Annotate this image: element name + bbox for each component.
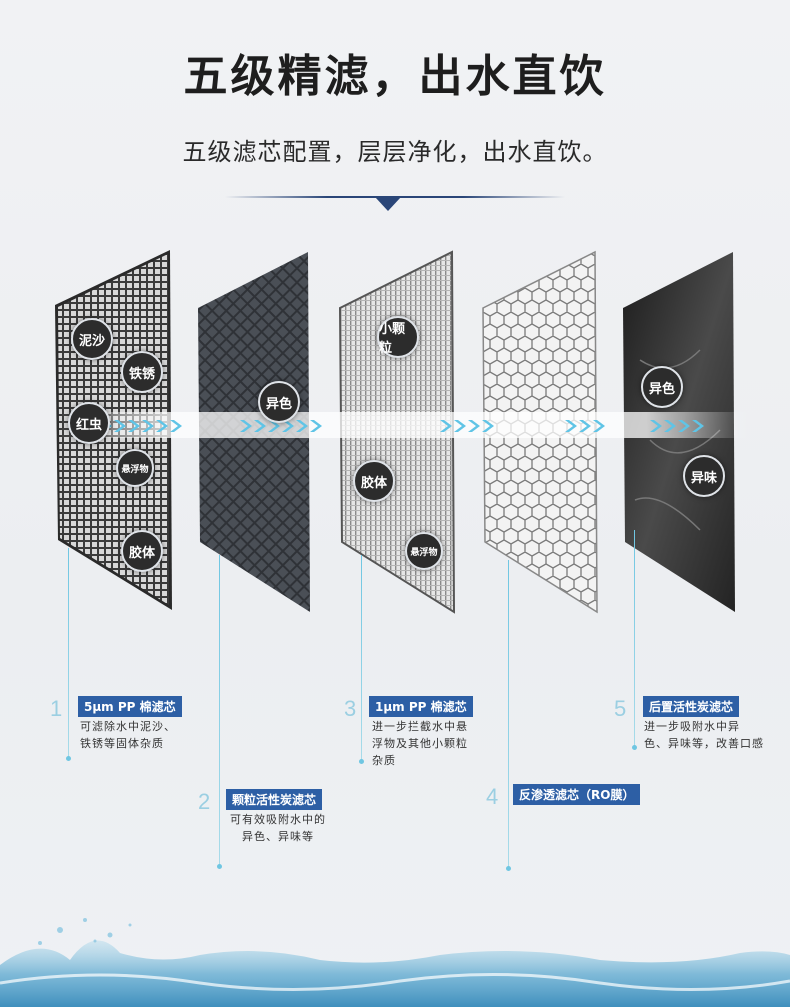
leader-dot-2: [217, 864, 222, 869]
stage-desc-1-line: 可滤除水中泥沙、: [80, 720, 176, 733]
stage-number-3: 3: [344, 696, 357, 721]
leader-line-5: [634, 530, 635, 746]
impurity-badge-colloid-1: 胶体: [121, 530, 163, 572]
stage-desc-5-line: 进一步吸附水中异: [644, 720, 740, 733]
stage-number-1: 1: [50, 696, 63, 721]
stage-desc-2: 可有效吸附水中的 异色、异味等: [230, 811, 326, 845]
impurity-badge-odd-color-2: 异色: [641, 366, 683, 408]
stage-number-5: 5: [614, 696, 627, 721]
stage-desc-1-line: 铁锈等固体杂质: [80, 737, 164, 750]
impurity-badge-odd-color-1: 异色: [258, 381, 300, 423]
impurity-badge-red-worm: 红虫: [68, 402, 110, 444]
stage-desc-3: 进一步拦截水中悬 浮物及其他小颗粒 杂质: [372, 718, 468, 769]
leader-line-1: [68, 548, 69, 758]
impurity-badge-small-particle: 小颗粒: [377, 316, 419, 358]
impurity-badge-rust: 铁锈: [121, 351, 163, 393]
filter-panels-illustration: [55, 250, 750, 614]
divider-arrow-icon: [375, 197, 401, 211]
impurity-badge-colloid-2: 胶体: [353, 460, 395, 502]
water-stream: [60, 412, 750, 438]
stage-desc-1: 可滤除水中泥沙、 铁锈等固体杂质: [80, 718, 176, 752]
impurity-badge-suspended-2: 悬浮物: [405, 532, 443, 570]
stage-number-2: 2: [198, 789, 211, 814]
water-splash-illustration: [0, 918, 790, 1007]
leader-dot-5: [632, 745, 637, 750]
stage-desc-5: 进一步吸附水中异 色、异味等，改善口感: [644, 718, 764, 752]
stage-desc-3-line: 杂质: [372, 754, 396, 767]
impurity-badge-odd-taste: 异味: [683, 455, 725, 497]
page-title: 五级精滤，出水直饮: [183, 51, 607, 102]
stage-name-1: 5μm PP 棉滤芯: [78, 696, 182, 717]
leader-dot-3: [359, 759, 364, 764]
leader-line-3: [361, 555, 362, 760]
page-subtitle: 五级滤芯配置，层层净化，出水直饮。: [182, 138, 608, 166]
stage-desc-3-line: 浮物及其他小颗粒: [372, 737, 468, 750]
leader-line-4: [508, 560, 509, 868]
stage-number-4: 4: [486, 784, 499, 809]
stage-name-5: 后置活性炭滤芯: [643, 696, 740, 717]
stage-desc-2-line: 可有效吸附水中的: [230, 813, 326, 826]
impurity-badge-mud: 泥沙: [71, 318, 113, 360]
leader-dot-1: [66, 756, 71, 761]
stage-desc-5-line: 色、异味等，改善口感: [644, 737, 764, 750]
leader-dot-4: [506, 866, 511, 871]
stage-desc-3-line: 进一步拦截水中悬: [372, 720, 468, 733]
stage-name-3: 1μm PP 棉滤芯: [369, 696, 473, 717]
stage-name-2: 颗粒活性炭滤芯: [226, 789, 323, 810]
impurity-badge-suspended-1: 悬浮物: [116, 449, 154, 487]
stage-name-4: 反渗透滤芯（RO膜）: [513, 784, 641, 805]
flow-arrows-icon: [100, 420, 704, 432]
stage-desc-2-line: 异色、异味等: [242, 830, 314, 843]
leader-line-2: [219, 555, 220, 865]
